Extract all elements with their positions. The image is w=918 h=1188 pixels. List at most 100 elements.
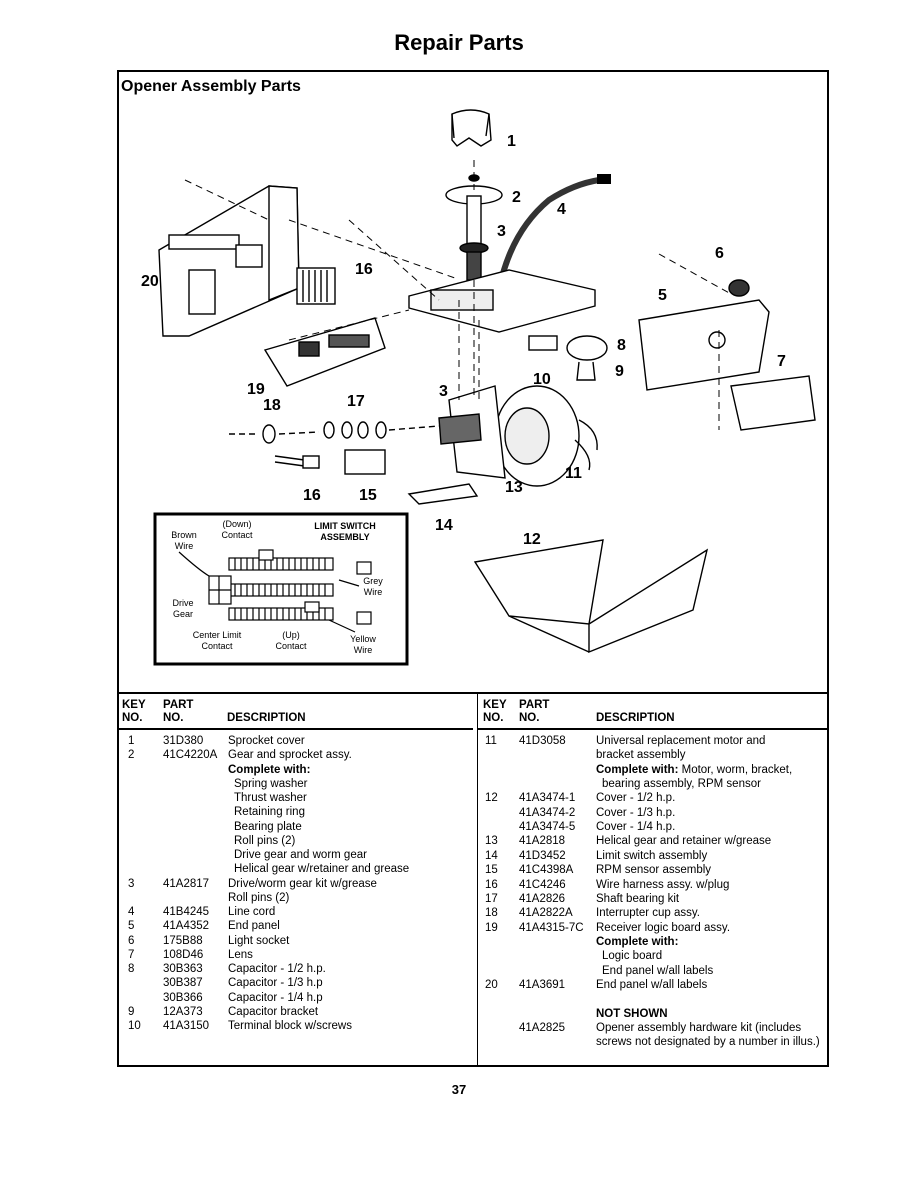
exploded-diagram: 1 2 3 4 5 6 7 8 9 10 11 12 13 14 15 16 1… — [119, 100, 827, 690]
limit-switch-drawing — [407, 483, 479, 505]
page-number: 37 — [451, 1082, 467, 1097]
left-row-part-no: 175B88 — [163, 934, 203, 947]
left-row-description: Complete with: — [228, 763, 311, 776]
right-row-key: 18 — [485, 907, 498, 920]
terminal-block-drawing — [528, 335, 558, 351]
callout-16a: 16 — [355, 261, 373, 278]
left-row-description: Spring washer — [234, 777, 308, 790]
left-key-header-1: KEY — [122, 699, 146, 711]
right-row-description: Logic board — [602, 950, 663, 963]
left-row-key: 6 — [128, 934, 135, 947]
left-row-part-no: 41A3150 — [163, 1020, 210, 1032]
inset-drive-1: Drive — [172, 598, 193, 608]
right-row-description: Opener assembly hardware kit (includes — [596, 1022, 802, 1034]
callout-3: 3 — [497, 223, 506, 240]
right-row-part-no: 41A2825 — [519, 1022, 566, 1034]
callout-9: 9 — [615, 363, 624, 380]
left-row-key: 8 — [128, 963, 135, 975]
left-row-description: Thrust washer — [234, 792, 307, 804]
callout-20: 20 — [141, 273, 159, 290]
inset-brown-2: Wire — [175, 541, 194, 551]
right-row-description: Cover - 1/2 h.p. — [596, 792, 676, 805]
left-row-description: Light socket — [228, 934, 290, 947]
right-row-description: Shaft bearing kit — [596, 892, 680, 905]
left-part-header-2: NO. — [163, 712, 184, 724]
left-row-description: Roll pins (2) — [228, 891, 290, 904]
end-panel-right-drawing — [638, 299, 770, 391]
motor-drawing — [438, 385, 598, 487]
limit-switch-inset: LIMIT SWITCH ASSEMBLY (Down) Contact Bro… — [153, 512, 409, 666]
sprocket-cover-drawing — [451, 109, 492, 147]
callout-18: 18 — [263, 397, 281, 414]
left-row-part-no: 31D380 — [163, 735, 204, 747]
right-row-key: 19 — [485, 921, 498, 934]
right-row-part-no: 41A2818 — [519, 835, 566, 848]
right-row-description: End panel w/all labels — [602, 964, 714, 977]
right-row-description: screws not designated by a number in ill… — [596, 1036, 820, 1049]
right-row-description: bearing assembly, RPM sensor — [602, 778, 761, 791]
left-row-description: Drive/worm gear kit w/grease — [228, 877, 377, 890]
left-row-key: 3 — [128, 877, 135, 890]
chassis-drawing — [408, 269, 596, 333]
left-row-description: Line cord — [228, 906, 276, 918]
right-row-description: RPM sensor assembly — [596, 864, 712, 877]
left-row-description: Lens — [228, 948, 253, 961]
callout-11: 11 — [565, 465, 582, 482]
right-row-description: Complete with: Motor, worm, bracket, — [596, 763, 793, 776]
left-row-part-no: 30B387 — [163, 977, 203, 990]
left-row-part-no: 41B4245 — [163, 906, 210, 918]
right-row-key: 11 — [485, 735, 497, 747]
right-row-description: Universal replacement motor and — [596, 735, 766, 747]
callout-14: 14 — [435, 517, 453, 534]
right-row-part-no: 41A3691 — [519, 978, 566, 991]
left-row-key: 7 — [128, 948, 135, 961]
right-row-description: Cover - 1/4 h.p. — [596, 821, 676, 834]
left-row-description: Capacitor bracket — [228, 1005, 319, 1018]
parts-frame — [117, 70, 829, 1067]
wire-harness-drawing — [296, 267, 336, 305]
section-title: Opener Assembly Parts — [121, 78, 301, 95]
right-desc-header: DESCRIPTION — [596, 712, 675, 724]
right-row-part-no: 41D3058 — [519, 735, 566, 747]
callout-6: 6 — [715, 245, 724, 262]
table-top-rule — [117, 692, 829, 694]
callout-19: 19 — [247, 381, 265, 398]
shaft-bearing-drawing — [229, 421, 440, 444]
cover-drawing — [473, 539, 709, 654]
right-row-description: Interrupter cup assy. — [596, 907, 700, 920]
callout-15: 15 — [359, 487, 377, 504]
callout-16b: 16 — [303, 487, 321, 504]
inset-grey-2: Wire — [364, 587, 383, 597]
left-row-part-no: 41C4220A — [163, 749, 218, 762]
capacitor-drawing — [566, 335, 608, 381]
inset-up-1: (Up) — [282, 630, 300, 640]
left-row-part-no: 30B363 — [163, 963, 203, 975]
right-row-part-no: 41D3452 — [519, 849, 566, 862]
left-header-rule — [119, 728, 473, 730]
gear-sprocket-drawing — [445, 174, 503, 281]
right-row-part-no: 41A4315-7C — [519, 921, 584, 934]
left-row-key: 10 — [128, 1020, 141, 1032]
callout-12: 12 — [523, 531, 541, 548]
table-column-divider — [477, 692, 478, 1067]
left-row-description: Gear and sprocket assy. — [228, 749, 352, 762]
right-row-key: 17 — [485, 892, 498, 905]
left-row-part-no: 30B366 — [163, 991, 203, 1004]
light-socket-drawing — [728, 279, 750, 297]
callout-4: 4 — [557, 201, 566, 218]
left-row-description: Roll pins (2) — [234, 834, 296, 847]
left-row-description: Capacitor - 1/4 h.p — [228, 991, 323, 1004]
left-row-description: Terminal block w/screws — [228, 1020, 352, 1032]
callout-7: 7 — [777, 353, 786, 370]
right-row-key: 12 — [485, 792, 498, 805]
right-row-key: 15 — [485, 864, 498, 877]
right-row-description: Wire harness assy. w/plug — [596, 878, 730, 891]
right-row-part-no: 41C4398A — [519, 864, 574, 877]
left-row-part-no: 108D46 — [163, 948, 204, 961]
right-row-description: Cover - 1/3 h.p. — [596, 806, 676, 819]
right-row-part-no: 41A3474-5 — [519, 821, 576, 834]
left-row-key: 1 — [128, 735, 135, 747]
left-row-description: Capacitor - 1/3 h.p — [228, 977, 323, 990]
left-row-key: 2 — [128, 749, 135, 762]
callout-17: 17 — [347, 393, 365, 410]
